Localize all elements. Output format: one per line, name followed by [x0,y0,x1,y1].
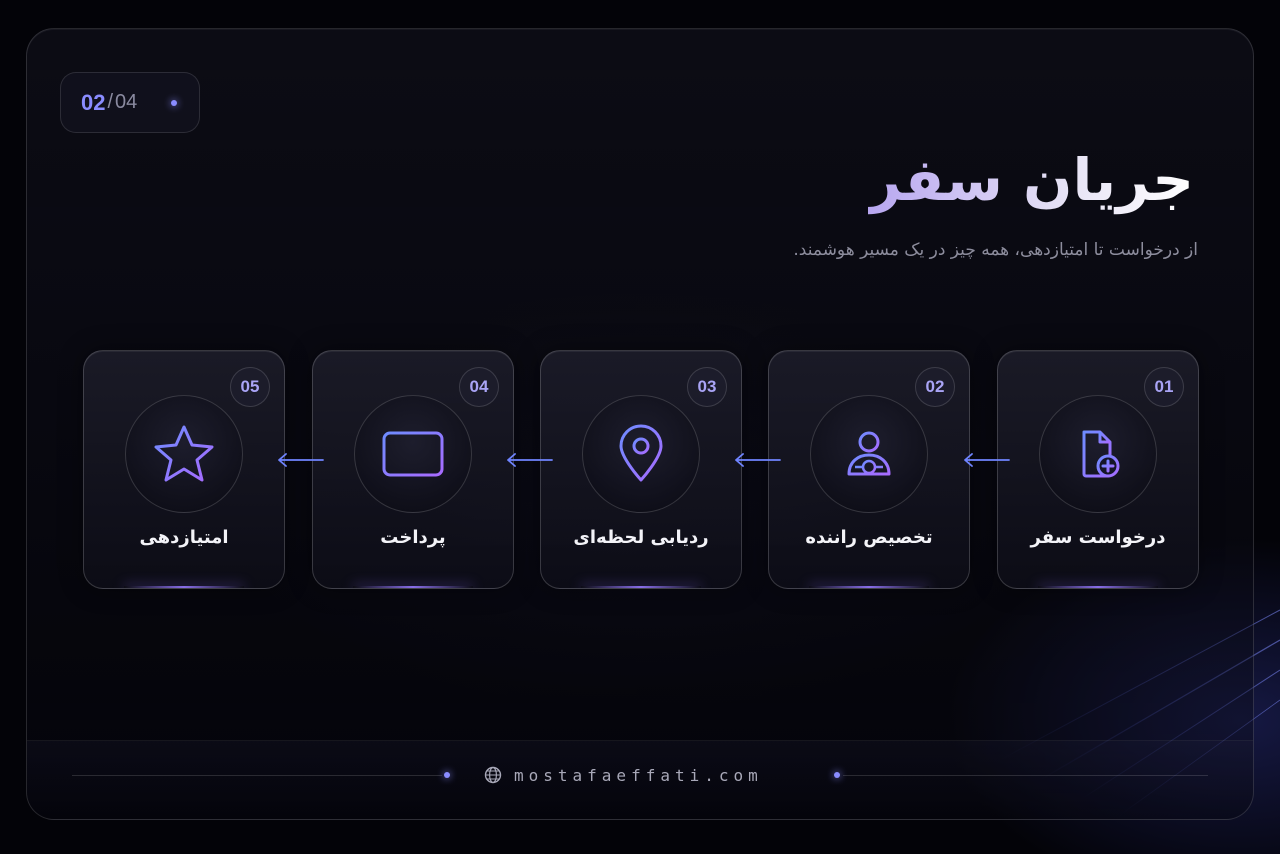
credit-card-icon [382,431,444,477]
step-number-badge: 01 [1144,367,1184,407]
step-label: ردیابی لحظه‌ای [573,527,709,548]
footer-divider-right [843,775,1208,776]
step-card-live-tracking: 03 ردیابی لحظه‌ای [540,350,742,589]
arrow-left-icon [507,453,553,467]
footer-dot-left [444,772,450,778]
footer-divider-left [72,775,442,776]
step-label: پرداخت [380,527,446,548]
current-slide-number: 02 [81,89,106,115]
step-card-request-trip: 01 درخواست سفر [997,350,1199,589]
arrow-left-icon [278,453,324,467]
icon-circle [1039,395,1157,513]
icon-circle [582,395,700,513]
step-label: امتیازدهی [139,527,229,548]
website-url[interactable]: mostafaeffati.com [514,765,763,785]
icon-circle [125,395,243,513]
icon-circle [810,395,928,513]
step-label: تخصیص راننده [805,527,933,548]
page-title: جریان سفر [868,140,1194,220]
step-card-rating: 05 امتیازدهی [83,350,285,589]
file-plus-icon [1082,430,1120,478]
icon-circle [354,395,472,513]
footer-website[interactable]: mostafaeffati.com [484,762,763,788]
page-subtitle: از درخواست تا امتیازدهی، همه چیز در یک م… [793,240,1198,260]
footer-band [27,740,1253,819]
counter-dot [171,100,177,106]
map-pin-icon [619,424,663,482]
star-icon [154,425,214,482]
globe-icon [484,766,502,784]
step-card-payment: 04 پرداخت [312,350,514,589]
arrow-left-icon [735,453,781,467]
step-label: درخواست سفر [1030,527,1166,548]
step-number-badge: 03 [687,367,727,407]
slide-counter: 02 / 04 [60,72,200,133]
counter-separator: / [107,91,114,113]
step-card-assign-driver: 02 تخصیص راننده [768,350,970,589]
step-number-badge: 04 [459,367,499,407]
step-number-badge: 02 [915,367,955,407]
total-slide-number: 04 [115,91,138,113]
driver-icon [847,431,891,476]
step-number-badge: 05 [230,367,270,407]
footer-dot-right [834,772,840,778]
arrow-left-icon [964,453,1010,467]
